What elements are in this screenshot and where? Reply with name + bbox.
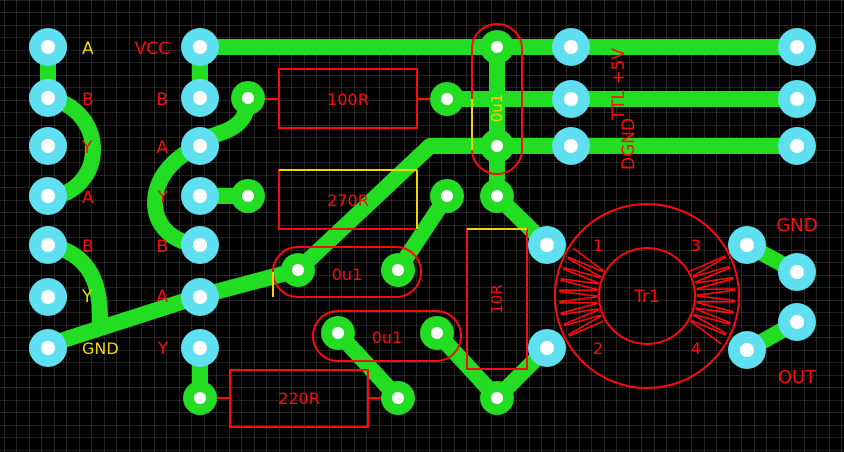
right-label-6: A	[156, 287, 168, 307]
resistor-r4-pad-2	[480, 381, 514, 415]
capacitor-c1-pad-2	[381, 253, 415, 287]
transformer-pad-1	[528, 226, 566, 264]
ttl-5v-label: TTL +5V	[609, 48, 629, 121]
transformer-pad-3	[728, 226, 766, 264]
resistor-r2-label: 270R	[327, 191, 369, 210]
dgnd-pad-1	[552, 127, 590, 165]
pads	[29, 28, 816, 415]
right-label-4: Y	[157, 188, 169, 208]
right-header-pad-3	[181, 127, 219, 165]
resistor-r3-pad-2	[381, 381, 415, 415]
dgnd-label: DGND	[619, 118, 639, 170]
resistor-r2-pad-1	[231, 179, 265, 213]
transformer-windings	[559, 247, 735, 345]
transformer-inner-ring	[598, 247, 696, 345]
left-label-3: Y	[81, 138, 93, 158]
right-header-pad-5	[181, 226, 219, 264]
capacitor-c-vertical-label: 0u1	[488, 94, 506, 123]
trace-a-b	[147, 138, 208, 253]
silkscreen-yellow	[272, 99, 527, 297]
left-header-pad-3	[29, 127, 67, 165]
transformer-label: Tr1	[633, 287, 660, 307]
left-header-pad-2	[29, 79, 67, 117]
resistor-r3-pad-1	[183, 381, 217, 415]
transformer-pin1-label: 1	[593, 236, 603, 255]
right-connector-labels: VCC B A Y B A Y	[135, 39, 170, 359]
right-label-5: B	[156, 237, 168, 257]
right-header-pad-2	[181, 79, 219, 117]
resistor-r4-label: 10R	[488, 284, 506, 314]
capacitor-c1-pad-1	[281, 253, 315, 287]
transformer-outer-ring	[554, 203, 740, 389]
component-labels: 100R 270R 220R 10R 0u1 0u1 0u1 Tr1 1 2 3…	[278, 90, 701, 408]
transformer-pad-2	[528, 329, 566, 367]
vcc-pad-1	[552, 28, 590, 66]
capacitor-c2-label: 0u1	[372, 328, 403, 347]
right-header-pad-7	[181, 329, 219, 367]
capacitor-c1-label: 0u1	[332, 265, 363, 284]
left-header-pad-4	[29, 177, 67, 215]
right-label-1: VCC	[135, 39, 170, 59]
left-label-2: B	[82, 90, 94, 110]
left-header-pad-7	[29, 329, 67, 367]
resistor-r4-pad-1	[480, 179, 514, 213]
right-label-3: A	[156, 138, 168, 158]
left-header-pad-5	[29, 226, 67, 264]
transformer-pad-4	[728, 331, 766, 369]
resistor-r2-pad-2	[430, 179, 464, 213]
transformer-pin3-label: 3	[691, 236, 701, 255]
left-label-6: Y	[81, 287, 93, 307]
capacitor-c2-pad-2	[420, 316, 454, 350]
left-header-pad-1	[29, 28, 67, 66]
left-label-1: A	[82, 39, 94, 59]
resistor-r1-label: 100R	[327, 90, 369, 109]
right-header-pad-6	[181, 278, 219, 316]
ttl-pad-2	[778, 80, 816, 118]
transformer-pin4-label: 4	[691, 339, 701, 358]
resistor-r3-label: 220R	[278, 389, 320, 408]
left-header-pad-6	[29, 278, 67, 316]
right-header-pad-4	[181, 177, 219, 215]
left-connector-labels: A B Y A B Y GND	[81, 39, 119, 358]
capacitor-cv-pad-1	[480, 30, 514, 64]
resistor-r1-pad-1	[231, 81, 265, 115]
left-label-7: GND	[82, 339, 119, 358]
capacitor-cv-pad-2	[480, 129, 514, 163]
output-pad-out	[778, 303, 816, 341]
right-label-2: B	[156, 90, 168, 110]
right-label-7: Y	[157, 339, 169, 359]
ttl-pad-1	[552, 80, 590, 118]
capacitor-c2-body	[312, 310, 462, 362]
dgnd-pad-2	[778, 127, 816, 165]
left-label-5: B	[82, 237, 94, 257]
trace-left-b-a	[40, 90, 101, 206]
capacitor-c2-pad-1	[321, 316, 355, 350]
left-label-4: A	[82, 188, 94, 208]
output-labels: GND OUT	[776, 215, 817, 388]
right-header-pad-1	[181, 28, 219, 66]
output-pad-gnd	[778, 253, 816, 291]
output-gnd-label: GND	[776, 215, 817, 236]
vcc-pad-2	[778, 28, 816, 66]
output-out-label: OUT	[778, 367, 817, 388]
power-labels: TTL +5V DGND	[609, 48, 639, 170]
resistor-r1-pad-2	[430, 82, 464, 116]
transformer-pin2-label: 2	[593, 339, 603, 358]
